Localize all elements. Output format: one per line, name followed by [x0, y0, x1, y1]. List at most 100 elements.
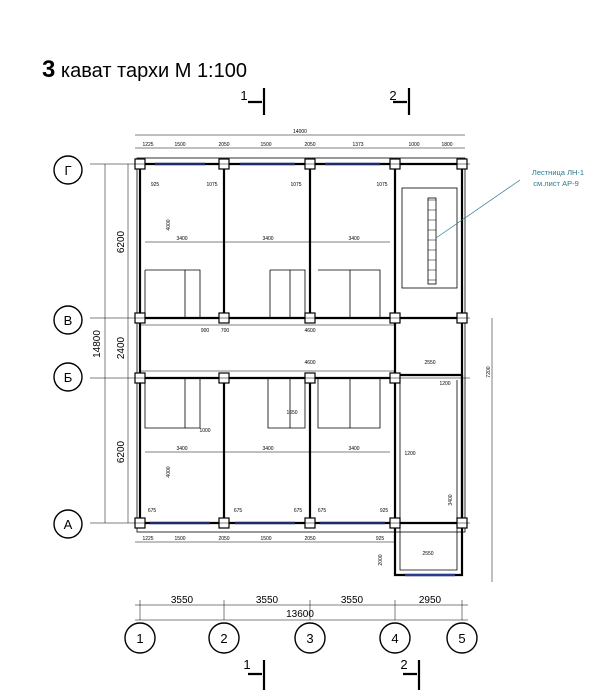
annex-inner [399, 380, 458, 571]
outer-frame [136, 157, 466, 533]
stair-note-line2: см.лист АР-9 [533, 179, 579, 188]
axis-bubble-g: Г [53, 155, 83, 185]
svg-text:1200: 1200 [439, 381, 450, 387]
svg-text:1500: 1500 [174, 142, 185, 148]
svg-text:1225: 1225 [142, 536, 153, 542]
svg-text:2050: 2050 [304, 142, 315, 148]
svg-text:2050: 2050 [218, 536, 229, 542]
svg-text:675: 675 [294, 508, 303, 514]
svg-text:3400: 3400 [176, 446, 187, 452]
svg-text:675: 675 [148, 508, 157, 514]
svg-text:1000: 1000 [199, 428, 210, 434]
columns [134, 158, 468, 529]
section-mark-1-top: 1 [240, 88, 266, 115]
section-mark-1-bottom: 1 [243, 657, 266, 690]
svg-text:3400: 3400 [262, 446, 273, 452]
svg-text:В: В [64, 313, 73, 328]
stair-outline [401, 187, 458, 289]
left-dim-lines [104, 164, 129, 523]
bottom-dim-lines [135, 541, 468, 621]
svg-text:2: 2 [400, 657, 407, 672]
axis-bubble-a: А [53, 509, 83, 539]
svg-text:6200: 6200 [116, 440, 127, 463]
svg-text:1500: 1500 [260, 142, 271, 148]
svg-text:1373: 1373 [352, 142, 363, 148]
svg-text:1500: 1500 [260, 536, 271, 542]
corridor-dims: 4600 4600 900 700 2550 1200 1200 2550 34… [199, 328, 454, 566]
svg-text:1650: 1650 [286, 410, 297, 416]
svg-text:925: 925 [380, 508, 389, 514]
svg-text:1800: 1800 [441, 142, 452, 148]
svg-text:2: 2 [389, 88, 396, 103]
svg-text:4: 4 [391, 631, 398, 646]
svg-text:3400: 3400 [348, 236, 359, 242]
axis-bubble-v: В [53, 305, 83, 335]
section-mark-2-bottom: 2 [400, 657, 421, 690]
svg-text:2550: 2550 [422, 551, 433, 557]
left-part-dims: 6200 2400 6200 [116, 230, 127, 463]
annex-walls [393, 375, 464, 577]
window-dims-top: 925 1075 1075 1075 [151, 182, 388, 188]
svg-text:5: 5 [458, 631, 465, 646]
stair-note-line1: Лестница ЛН-1 [532, 168, 584, 177]
svg-text:2550: 2550 [424, 360, 435, 366]
svg-text:2950: 2950 [419, 595, 442, 606]
svg-text:3: 3 [306, 631, 313, 646]
axis-lines [90, 163, 470, 620]
svg-text:3550: 3550 [341, 595, 364, 606]
dim-total-top: 14000 [293, 129, 307, 135]
axis-bubble-5: 5 [446, 622, 478, 654]
svg-text:2: 2 [220, 631, 227, 646]
svg-text:900: 900 [201, 328, 210, 334]
dim-right-total: 7200 [486, 366, 492, 377]
top-dim-lines [135, 134, 465, 149]
svg-text:3550: 3550 [256, 595, 279, 606]
section-mark-2-top: 2 [389, 88, 411, 115]
stair-block-wall [393, 164, 462, 377]
axis-bubble-2: 2 [208, 622, 240, 654]
svg-text:1200: 1200 [404, 451, 415, 457]
partition-walls [222, 164, 312, 523]
wet-rooms-top [144, 269, 381, 318]
svg-text:4000: 4000 [166, 219, 172, 230]
dim-left-total: 14800 [92, 330, 103, 358]
svg-text:4000: 4000 [166, 466, 172, 477]
svg-text:2400: 2400 [116, 336, 127, 359]
top-row-dims: 1225 1500 2050 1500 2050 1373 1000 1800 [142, 142, 452, 148]
svg-text:4600: 4600 [304, 360, 315, 366]
svg-text:675: 675 [234, 508, 243, 514]
stair-note-leader [435, 179, 521, 239]
drawing-title: 3 кават тархи М 1:100 [42, 56, 247, 84]
svg-text:2050: 2050 [218, 142, 229, 148]
axis-bubble-4: 4 [379, 622, 411, 654]
svg-text:2050: 2050 [304, 536, 315, 542]
svg-text:4600: 4600 [304, 328, 315, 334]
wet-rooms-bottom [144, 378, 381, 429]
dim-total-bottom: 13600 [286, 609, 314, 620]
svg-text:3550: 3550 [171, 595, 194, 606]
svg-text:Б: Б [64, 370, 73, 385]
svg-text:2000: 2000 [378, 554, 384, 565]
svg-text:1: 1 [136, 631, 143, 646]
svg-text:925: 925 [151, 182, 160, 188]
svg-text:1: 1 [243, 657, 250, 672]
bottom-row-dims: 1225 1500 2050 1500 2050 925 [142, 536, 384, 542]
stair-treads [428, 199, 436, 281]
svg-text:700: 700 [221, 328, 230, 334]
svg-text:1000: 1000 [408, 142, 419, 148]
room-dims-top: 3400 3400 3400 4000 [145, 219, 390, 243]
title-number: 3 [42, 56, 56, 83]
svg-text:3400: 3400 [176, 236, 187, 242]
room-dims-bottom: 3400 3400 3400 4000 [145, 446, 390, 478]
svg-text:675: 675 [318, 508, 327, 514]
svg-text:925: 925 [376, 536, 385, 542]
svg-text:1: 1 [240, 88, 247, 103]
svg-text:1225: 1225 [142, 142, 153, 148]
corridor-inner [140, 324, 395, 372]
axis-bubble-1: 1 [124, 622, 156, 654]
svg-text:3400: 3400 [448, 494, 454, 505]
svg-text:1500: 1500 [174, 536, 185, 542]
svg-text:1075: 1075 [206, 182, 217, 188]
title-text: кават тархи М 1:100 [60, 60, 247, 82]
